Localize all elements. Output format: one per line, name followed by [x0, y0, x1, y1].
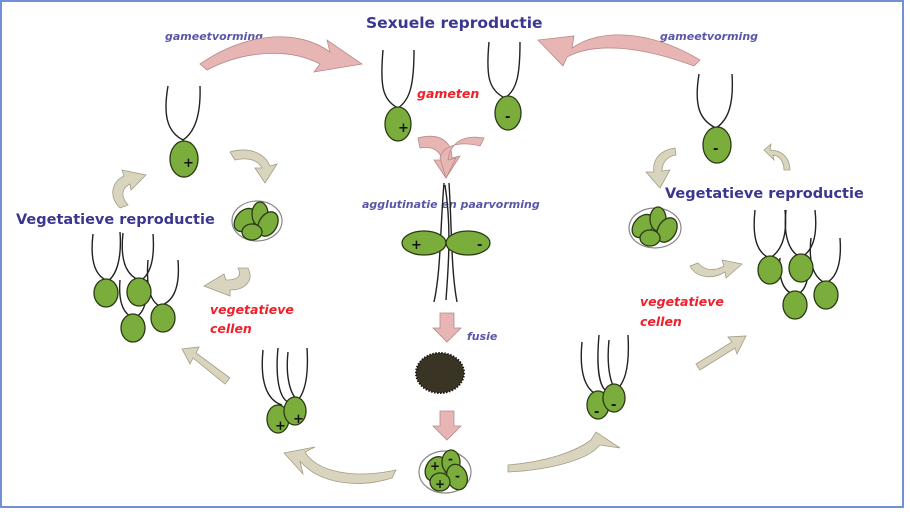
vegetative-cells-label-right-line2: cellen [640, 314, 682, 329]
vegetative-cells-label-right-line1: vegetatieve [640, 294, 724, 309]
vegetative-arrow-left-up [181, 346, 231, 385]
vegetative-sac-left [231, 200, 283, 242]
minus-sign: - [448, 452, 453, 466]
minus-sign: - [505, 110, 510, 125]
plus-sign: + [411, 238, 422, 253]
plus-sign: + [183, 156, 194, 171]
fusion-label: fusie [467, 330, 498, 343]
vegetative-reproduction-title-left: Vegetatieve reproductie [16, 212, 215, 228]
vegetative-arrow-right-top [763, 142, 791, 171]
vegetative-arrow-left-lower [203, 267, 251, 297]
fusion-arrow [432, 312, 462, 343]
plus-sign: + [430, 459, 440, 473]
vegetative-cells-label-left-line1: vegetatieve [210, 302, 294, 317]
gamete-formation-arrow-right [537, 34, 701, 67]
plus-sign: + [293, 412, 304, 427]
gamete-minus-top: - [487, 41, 522, 131]
germination-arrow-right [507, 431, 621, 473]
minus-sign: - [477, 238, 482, 253]
agglutination-pair: + - [401, 182, 491, 303]
gametes-merge-arrow-2 [439, 136, 485, 180]
minus-cells-pair: - - [580, 334, 630, 420]
vegetative-arrow-right-up [695, 335, 747, 371]
vegetative-arrow-right-side [645, 147, 677, 189]
minus-sign: - [455, 469, 460, 483]
minus-sign: - [611, 398, 616, 413]
vegetative-sac-right [628, 206, 682, 249]
gametes-merge-arrow [417, 135, 461, 179]
germination-arrow-left [283, 446, 397, 484]
plus-sign: + [398, 121, 409, 136]
vegetative-reproduction-title-right: Vegetatieve reproductie [665, 186, 864, 202]
vegetative-arrow-right-lower [689, 259, 743, 279]
gamete-formation-label-right: gameetvorming [660, 30, 758, 43]
gametes-label: gameten [417, 86, 479, 101]
minus-sign: - [713, 142, 718, 157]
zygote-sac-four-cells: + + - - [418, 449, 472, 494]
plus-cells-pair: + + [261, 347, 309, 434]
sexual-reproduction-title: Sexuele reproductie [366, 14, 543, 32]
vegetative-cell-cluster-right [753, 209, 842, 320]
gamete-formation-label-left: gameetvorming [165, 30, 263, 43]
vegetative-cell-cluster-left [91, 231, 180, 343]
gamete-formation-arrow-left [199, 36, 364, 73]
gamete-plus-top: + [381, 49, 415, 142]
minus-sign: - [594, 405, 599, 420]
plus-sign: + [435, 477, 445, 491]
agglutination-label: agglutinatie en paarvorming [362, 198, 540, 211]
vegetative-arrow-left-side [112, 169, 147, 209]
vegetative-cell-minus-right: - [696, 73, 734, 164]
vegetative-arrow-left-top [229, 149, 278, 184]
zygote [415, 352, 465, 394]
meiosis-arrow [432, 410, 462, 441]
vegetative-cells-label-left-line2: cellen [210, 321, 252, 336]
vegetative-cell-plus-left: + [165, 85, 201, 178]
plus-sign: + [275, 419, 286, 434]
